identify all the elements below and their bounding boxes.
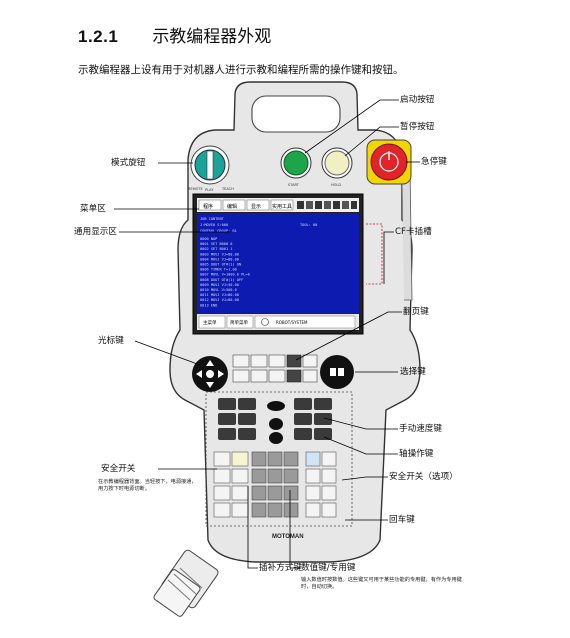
menu-tab-display-label: 显示 — [251, 204, 261, 210]
menu-tab-display[interactable] — [246, 199, 270, 211]
lcd-job-line: 0010 MOVL V=500.0 — [200, 288, 237, 292]
select-key-callout: 选择键 — [400, 367, 426, 377]
section-title: 示教编程器外观 — [152, 27, 272, 47]
lcd-header-line: CONTROL GROUP: R1 — [200, 229, 237, 233]
leader-lines — [114, 99, 420, 569]
svg-text:PLAY: PLAY — [205, 188, 214, 192]
status-icon — [324, 201, 331, 209]
menu-tab-job[interactable] — [198, 199, 222, 211]
function-key[interactable] — [302, 369, 318, 383]
lcd-job-line: 0013 END — [200, 303, 217, 307]
general-display-area — [197, 213, 359, 313]
lcd-job-line: 0011 MOVJ VJ=80.00 — [200, 293, 239, 297]
axis-key-callout: 轴操作键 — [399, 449, 434, 459]
axis-keys-right[interactable] — [294, 398, 332, 440]
numeric-key-callout: 数值键/专用键 — [301, 563, 356, 573]
menu-tab-utility-label: 实用工具 — [272, 203, 292, 210]
lcd-job-line: 0004 MOVJ VJ=80.00 — [200, 257, 239, 261]
function-key-block — [232, 354, 318, 383]
message-label: ROBOT/SYSTEM — [276, 320, 308, 325]
enter-key-callout: 回车键 — [389, 515, 415, 525]
lcd-header-line: J:MOVE0 S:000 — [200, 223, 228, 227]
function-key[interactable] — [232, 369, 250, 383]
message-area — [254, 315, 356, 329]
menu-tab-job-label: 程序 — [203, 203, 213, 210]
cf-slot-bracket — [366, 223, 383, 285]
main-menu-tab[interactable] — [198, 315, 226, 329]
key-panel — [205, 391, 353, 527]
function-key[interactable] — [286, 369, 302, 383]
function-key[interactable] — [268, 369, 286, 383]
function-key[interactable] — [302, 354, 318, 368]
safety-switch-option-callout: 安全开关（选项） — [389, 472, 458, 482]
brand-logo: MOTOMAN — [272, 534, 304, 540]
status-bar: 主菜单 简单菜单 ROBOT/SYSTEM — [197, 314, 359, 330]
page-key-callout: 翻页键 — [403, 307, 429, 317]
function-key[interactable] — [232, 354, 250, 368]
lcd-job-line: 0001 SET B000 0 — [200, 242, 232, 246]
lcd-job-line: 0000 NOP — [200, 237, 217, 241]
menu-tab-edit[interactable] — [222, 199, 246, 211]
mode-switch[interactable]: REMOTE PLAY TEACH — [188, 145, 234, 192]
info-icon — [261, 318, 269, 326]
lcd-job-line: 0009 MOVJ VJ=50.00 — [200, 283, 239, 287]
lcd-job-line: 0008 DOUT OT#(1) OFF — [200, 278, 243, 282]
section-heading: 1.2.1 示教编程器外观 — [78, 22, 271, 47]
status-icon — [342, 201, 349, 209]
cable-connector — [153, 549, 219, 617]
lcd-job-line: 0005 DOUT OT#(1) ON — [200, 263, 241, 267]
menu-tab-utility[interactable] — [270, 199, 294, 211]
mode-switch-callout: 模式旋钮 — [111, 158, 146, 168]
function-key[interactable] — [250, 369, 268, 383]
hold-button[interactable]: HOLD — [321, 147, 353, 187]
svg-text:REMOTE: REMOTE — [188, 187, 203, 191]
manual-speed-callout: 手动速度键 — [399, 424, 442, 434]
select-key[interactable] — [320, 355, 354, 389]
numeric-key-note: 输入数值时按数值。这些键又可用于某些功能的专用键，有作为专用键时，自动切换。 — [301, 577, 462, 591]
lcd-header-line: JOB CONTENT — [200, 217, 225, 221]
function-key[interactable] — [268, 354, 286, 368]
page-key[interactable] — [286, 354, 302, 368]
svg-text:START: START — [288, 183, 300, 187]
cursor-key[interactable] — [192, 356, 228, 392]
lcd-job-line: 0006 TIMER T=1.00 — [200, 268, 237, 272]
menu-area: 程序 编辑 显示 实用工具 — [197, 198, 359, 212]
start-button-callout: 启动按钮 — [400, 95, 435, 105]
menu-tab-edit-label: 编辑 — [227, 203, 237, 210]
safety-switch-callout: 安全开关 — [101, 464, 136, 474]
emergency-stop-button[interactable] — [366, 139, 412, 185]
manual-speed-keys[interactable] — [267, 401, 285, 444]
safety-switch-note: 在示教编程器背面。当轻按下，电源接通，用力按下时电源切断。 — [98, 479, 197, 493]
hold-button-callout: 暂停按钮 — [400, 122, 435, 132]
status-icon — [306, 201, 313, 209]
cursor-key-callout: 光标键 — [98, 336, 124, 346]
status-icon — [297, 201, 304, 209]
simple-menu-label: 简单菜单 — [230, 319, 248, 326]
menu-area-callout: 菜单区 — [80, 204, 106, 214]
lcd-job-line: 0007 MOVL V=1000.0 PL=0 — [200, 273, 250, 277]
lcd-job-line: 0012 MOVJ VJ=80.00 — [200, 298, 239, 302]
interp-key-callout: 插补方式键 — [259, 563, 302, 573]
intro-paragraph: 示教编程器上设有用于对机器人进行示教和编程所需的操作键和按钮。 — [78, 64, 404, 76]
lcd-header-line: TOOL: 00 — [300, 223, 317, 227]
lcd-job-line: 0003 MOVJ VJ=80.00 — [200, 252, 239, 256]
section-number: 1.2.1 — [78, 27, 119, 46]
status-icon — [351, 201, 357, 209]
start-button[interactable]: START — [280, 147, 312, 187]
main-menu-label: 主菜单 — [203, 319, 217, 326]
general-display-callout: 通用显示区 — [74, 227, 117, 237]
svg-text:HOLD: HOLD — [331, 183, 341, 187]
function-key[interactable] — [250, 354, 268, 368]
status-icon — [333, 201, 340, 209]
simple-menu-tab[interactable] — [226, 315, 254, 329]
cf-slot-callout: CF卡插槽 — [395, 227, 432, 237]
status-icon — [315, 201, 322, 209]
numeric-keypad[interactable] — [213, 451, 337, 518]
svg-text:TEACH: TEACH — [221, 187, 234, 191]
lcd-job-line: 0002 SET B001 1 — [200, 247, 232, 251]
axis-keys-left[interactable] — [218, 398, 256, 440]
estop-callout: 急停键 — [421, 157, 447, 167]
